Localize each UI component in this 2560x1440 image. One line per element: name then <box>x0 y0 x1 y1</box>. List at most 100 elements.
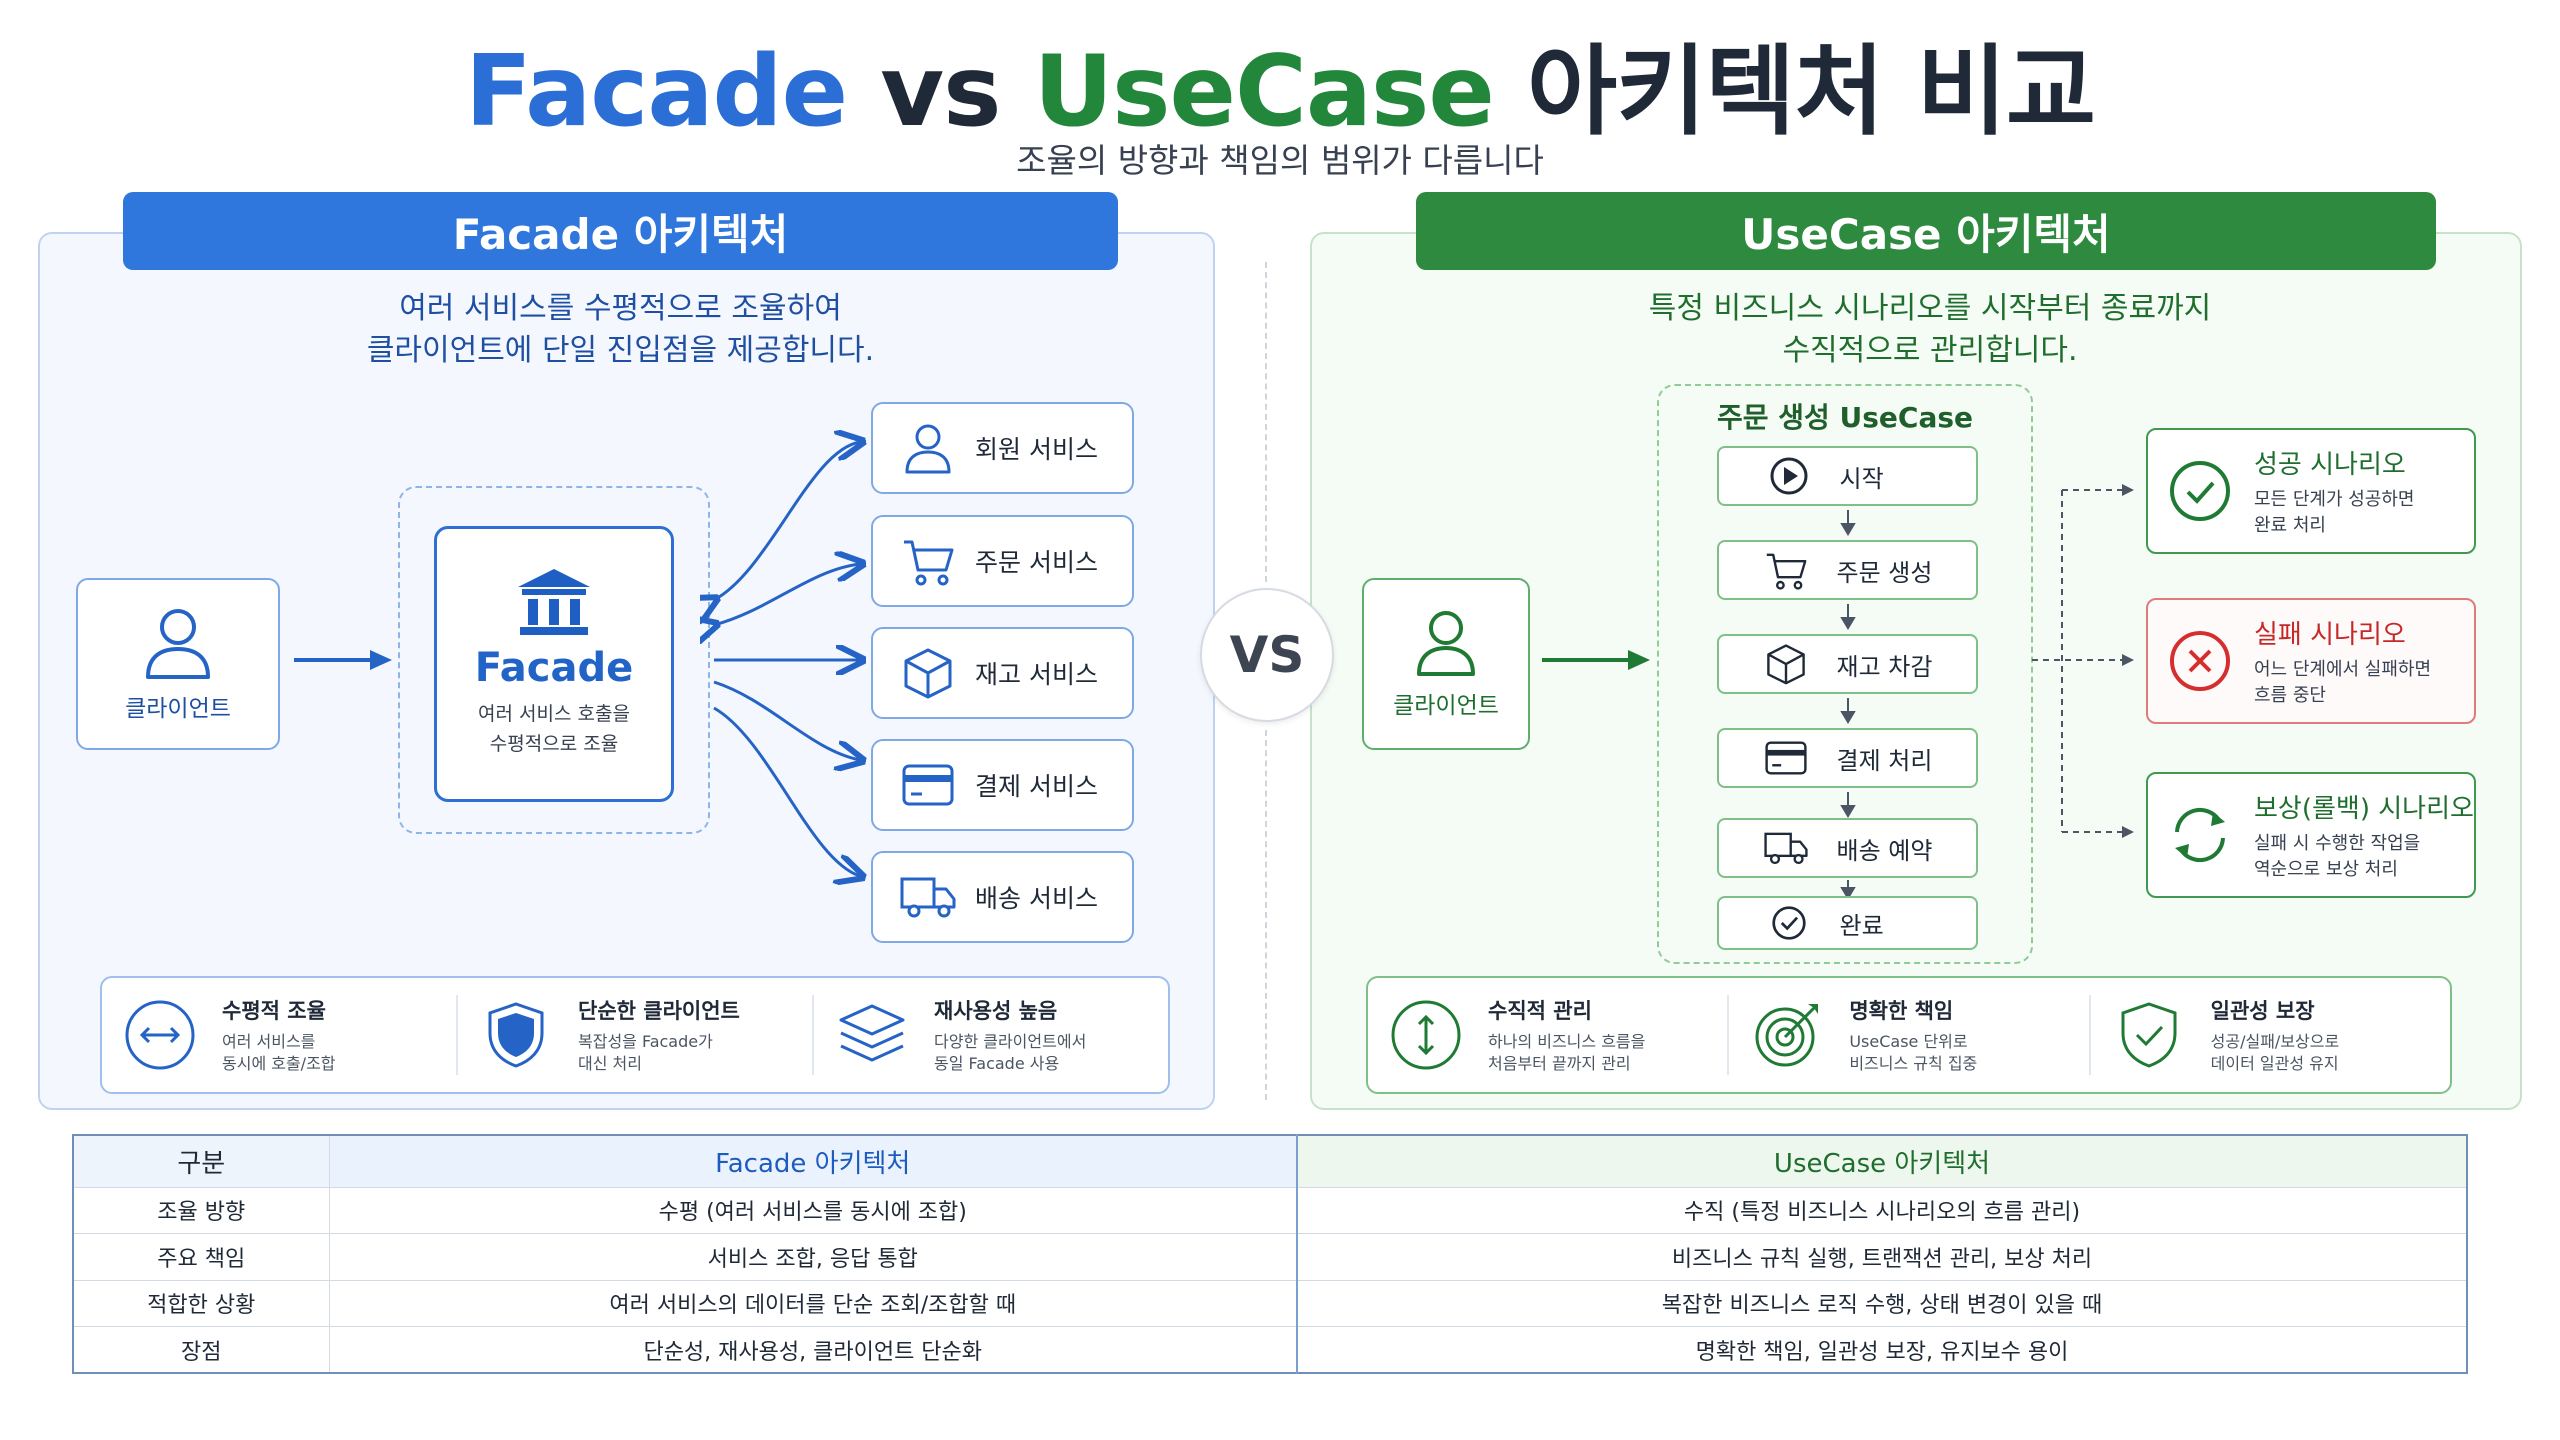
card-icon <box>1763 741 1809 775</box>
usecase-client-card: 클라이언트 <box>1362 578 1530 750</box>
facade-client-card: 클라이언트 <box>76 578 280 750</box>
facade-desc-line2: 클라이언트에 단일 진입점을 제공합니다. <box>366 333 875 368</box>
scenario-desc-line2: 흐름 중단 <box>2254 684 2326 706</box>
scenario-desc-line1: 모든 단계가 성공하면 <box>2254 488 2415 510</box>
service-inventory: 재고 서비스 <box>871 627 1134 719</box>
table-cell: 수평 (여러 서비스를 동시에 조합) <box>328 1186 1298 1234</box>
service-shipping: 배송 서비스 <box>871 851 1134 943</box>
facade-box-subtitle: 여러 서비스 호출을 수평적으로 조율 <box>478 699 630 759</box>
vs-divider <box>1265 262 1267 582</box>
usecase-desc-line2: 수직적으로 관리합니다. <box>1782 333 2078 368</box>
table-cell: 여러 서비스의 데이터를 단순 조회/조합할 때 <box>328 1279 1298 1327</box>
table-cell: 명확한 책임, 일관성 보장, 유지보수 용이 <box>1296 1326 2468 1374</box>
usecase-flow-title: 주문 생성 UseCase <box>1716 401 1974 434</box>
step-complete: 완료 <box>1717 896 1978 950</box>
step-label: 시작 <box>1839 464 1884 493</box>
table-cell: 장점 <box>72 1326 330 1374</box>
user-icon <box>1415 608 1477 678</box>
table-cell: 수직 (특정 비즈니스 시나리오의 흐름 관리) <box>1296 1186 2468 1234</box>
truck-icon <box>893 875 963 919</box>
service-payment: 결제 서비스 <box>871 739 1134 831</box>
feature-desc-line2: 비즈니스 규칙 집중 <box>1849 1054 1978 1073</box>
comparison-table: 구분 Facade 아키텍처 UseCase 아키텍처 조율 방향 수평 (여러… <box>72 1134 2468 1374</box>
table-row: 장점 단순성, 재사용성, 클라이언트 단순화 명확한 책임, 일관성 보장, … <box>72 1326 2468 1374</box>
user-icon <box>143 605 213 681</box>
scenario-desc-line1: 실패 시 수행한 작업을 <box>2254 832 2421 854</box>
cart-icon <box>893 536 963 586</box>
table-header-usecase: UseCase 아키텍처 <box>1296 1134 2468 1188</box>
step-label: 재고 차감 <box>1836 652 1933 681</box>
step-payment: 결제 처리 <box>1717 728 1978 788</box>
scenario-desc-line2: 역순으로 보상 처리 <box>2254 858 2398 880</box>
vs-badge: VS <box>1200 588 1334 722</box>
step-label: 주문 생성 <box>1836 558 1933 587</box>
step-shipping: 배송 예약 <box>1717 818 1978 878</box>
feature-desc-line1: 성공/실패/보상으로 <box>2210 1032 2340 1051</box>
page-subtitle: 조율의 방향과 책임의 범위가 다릅니다 <box>1016 141 1544 180</box>
user-icon <box>893 422 963 474</box>
service-label: 회원 서비스 <box>975 435 1098 464</box>
shield-check-icon <box>2113 999 2185 1071</box>
feature-desc-line1: 복잡성을 Facade가 <box>578 1032 713 1051</box>
usecase-flow-container <box>1657 384 2033 964</box>
service-member: 회원 서비스 <box>871 402 1134 494</box>
feature-desc-line2: 대신 처리 <box>578 1054 642 1073</box>
card-icon <box>893 764 963 806</box>
feature-title: 단순한 클라이언트 <box>578 999 740 1023</box>
table-header-row: 구분 Facade 아키텍처 UseCase 아키텍처 <box>72 1134 2468 1188</box>
check-circle-icon <box>2160 459 2240 523</box>
table-cell: 비즈니스 규칙 실행, 트랜잭션 관리, 보상 처리 <box>1296 1233 2468 1281</box>
horizontal-arrows-icon <box>124 999 196 1071</box>
box-icon <box>893 647 963 699</box>
facade-container <box>398 486 710 834</box>
flow-connectors <box>1840 510 1856 900</box>
step-label: 배송 예약 <box>1836 836 1933 865</box>
vertical-arrows-icon <box>1390 999 1462 1071</box>
facade-box-sub-line2: 수평적으로 조율 <box>489 733 619 755</box>
feature-desc-line2: 동일 Facade 사용 <box>934 1054 1060 1073</box>
feature-desc-line2: 동시에 호출/조합 <box>222 1054 336 1073</box>
arrow-right-icon <box>1542 650 1650 670</box>
feature-title: 재사용성 높음 <box>934 999 1058 1023</box>
table-row: 적합한 상황 여러 서비스의 데이터를 단순 조회/조합할 때 복잡한 비즈니스… <box>72 1279 2468 1327</box>
scenario-desc-line1: 어느 단계에서 실패하면 <box>2254 658 2432 680</box>
vs-divider <box>1265 730 1267 1100</box>
layers-icon <box>836 999 908 1071</box>
box-icon <box>1763 643 1809 685</box>
table-cell: 적합한 상황 <box>72 1279 330 1327</box>
shield-icon <box>480 999 552 1071</box>
service-label: 재고 서비스 <box>975 660 1098 689</box>
step-start: 시작 <box>1717 446 1978 506</box>
service-order: 주문 서비스 <box>871 515 1134 607</box>
feature-desc-line1: 하나의 비즈니스 흐름을 <box>1488 1032 1646 1051</box>
facade-box-title: Facade <box>474 645 634 691</box>
table-header-facade: Facade 아키텍처 <box>328 1134 1298 1188</box>
table-cell: 단순성, 재사용성, 클라이언트 단순화 <box>328 1326 1298 1374</box>
check-circle-icon <box>1766 905 1812 941</box>
step-create-order: 주문 생성 <box>1717 540 1978 600</box>
service-label: 배송 서비스 <box>975 884 1098 913</box>
table-cell: 주요 책임 <box>72 1233 330 1281</box>
feature-title: 수직적 관리 <box>1488 999 1592 1023</box>
facade-banner: Facade 아키텍처 <box>123 192 1118 270</box>
feature-title: 수평적 조율 <box>222 999 326 1023</box>
x-circle-icon <box>2160 629 2240 693</box>
bank-icon <box>514 567 594 639</box>
facade-fanout-arrows <box>700 420 880 900</box>
